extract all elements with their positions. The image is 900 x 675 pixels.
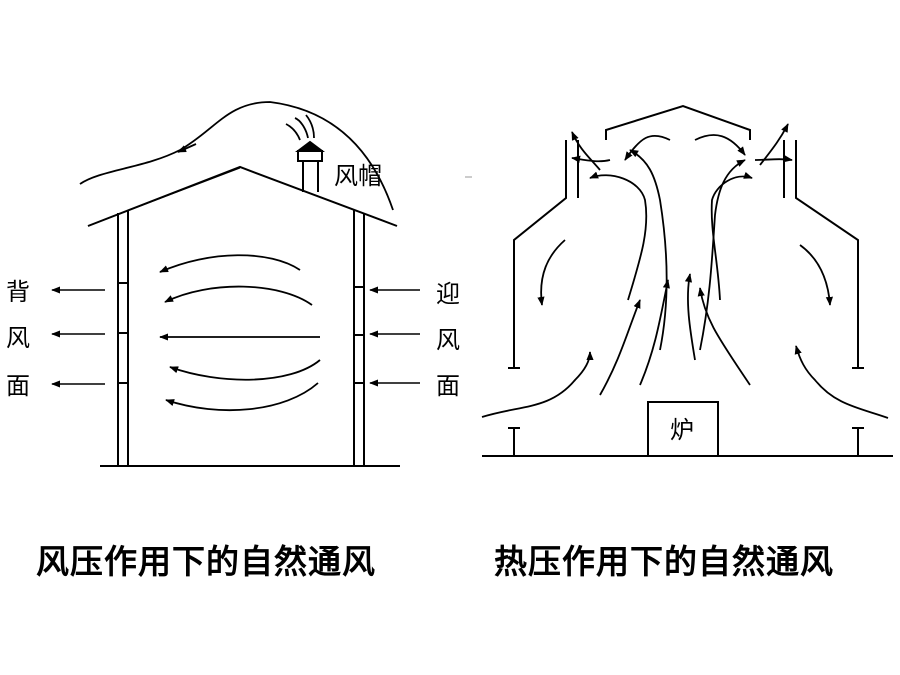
interior-airflow <box>159 254 321 412</box>
leeward-label: 背 风 面 <box>6 278 30 400</box>
svg-text:风: 风 <box>6 324 30 352</box>
svg-text:迎: 迎 <box>436 280 460 308</box>
svg-text:背: 背 <box>6 278 30 306</box>
svg-text:面: 面 <box>436 372 460 400</box>
furnace-label: 炉 <box>670 416 694 444</box>
thermal-pressure-diagram <box>481 104 893 457</box>
furnace-box <box>647 401 719 457</box>
roof-airflow-arrow <box>79 101 394 211</box>
thermal-airflow <box>481 123 889 419</box>
caption-thermal-pressure: 热压作用下的自然通风 <box>494 542 834 581</box>
right-wall <box>353 210 365 466</box>
wind-pressure-diagram <box>51 101 420 467</box>
chimney-cap <box>285 114 325 192</box>
windward-arrows <box>369 286 420 387</box>
svg-text:风: 风 <box>436 326 460 354</box>
leeward-arrows <box>51 286 105 388</box>
left-wall <box>117 210 129 466</box>
building-outline <box>508 104 864 456</box>
windward-label: 迎 风 面 <box>436 280 460 400</box>
svg-text:面: 面 <box>6 372 30 400</box>
chimney-cap-label: 风帽 <box>334 162 382 190</box>
caption-wind-pressure: 风压作用下的自然通风 <box>36 542 376 581</box>
